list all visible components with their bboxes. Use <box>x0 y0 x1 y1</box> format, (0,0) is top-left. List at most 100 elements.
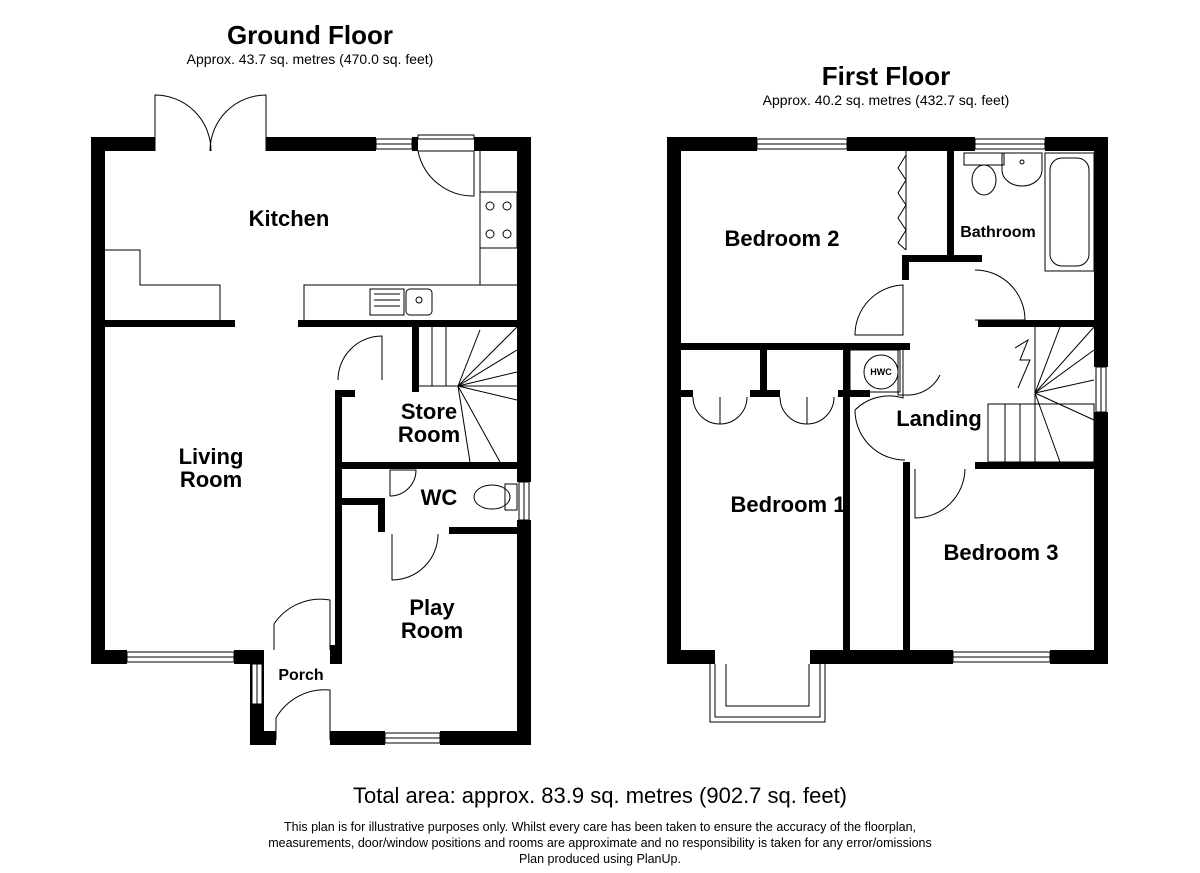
french-door <box>209 94 267 152</box>
room-label-living-2: Room <box>180 467 242 492</box>
hob <box>479 191 518 249</box>
wall <box>335 462 517 469</box>
room-label-bedroom3: Bedroom 3 <box>944 540 1059 565</box>
wall <box>298 320 517 327</box>
wall <box>330 731 385 745</box>
room-label-bathroom: Bathroom <box>960 224 1036 241</box>
wall <box>474 137 531 151</box>
wall <box>760 350 767 392</box>
door <box>391 533 439 581</box>
wall <box>681 390 693 397</box>
room-label-kitchen: Kitchen <box>249 206 330 231</box>
ground-floor-area: Approx. 43.7 sq. metres (470.0 sq. feet) <box>186 51 434 67</box>
wall <box>681 343 903 350</box>
door <box>417 150 475 197</box>
wall <box>667 137 757 151</box>
room-label-play-2: Room <box>401 618 463 643</box>
wall <box>843 397 850 650</box>
door <box>914 468 966 519</box>
door <box>854 409 906 461</box>
room-label-living: Living <box>179 444 244 469</box>
stairs <box>419 326 518 463</box>
wall <box>810 650 953 664</box>
room-label-store: Store <box>401 399 457 424</box>
drainer <box>369 288 405 316</box>
wall <box>412 137 418 151</box>
room-label-landing: Landing <box>896 406 982 431</box>
wall <box>978 320 1094 327</box>
wall <box>902 255 909 280</box>
ground-floor-plan: Kitchen Living Room Store Room WC Play R… <box>91 94 531 745</box>
wall <box>449 527 517 534</box>
wall <box>517 520 531 745</box>
wall <box>91 137 105 664</box>
wall <box>266 137 376 151</box>
disclaimer-line: This plan is for illustrative purposes o… <box>283 820 917 834</box>
hwc-cylinder <box>863 354 899 390</box>
wardrobe-door <box>779 396 835 425</box>
wall <box>335 469 342 505</box>
door <box>974 269 1026 321</box>
wall <box>335 390 342 662</box>
wardrobe-door <box>897 154 907 251</box>
sink <box>405 288 433 316</box>
wall <box>750 390 780 397</box>
floorplan-drawing: Kitchen Living Room Store Room WC Play R… <box>91 94 1108 745</box>
room-label-bedroom2: Bedroom 2 <box>725 226 840 251</box>
wall <box>378 498 385 532</box>
first-floor-plan: HWC Bedroom 2 Bathroom Landing Bedroom 1… <box>667 137 1108 723</box>
disclaimer: This plan is for illustrative purposes o… <box>0 819 1200 867</box>
wall <box>1045 137 1108 151</box>
wall <box>91 650 127 664</box>
room-label-wc: WC <box>421 485 458 510</box>
wall <box>330 645 342 664</box>
room-label-bedroom1: Bedroom 1 <box>731 492 846 517</box>
total-area: Total area: approx. 83.9 sq. metres (902… <box>352 783 848 808</box>
wall <box>1050 650 1108 664</box>
room-label-porch: Porch <box>278 667 323 684</box>
wall <box>440 731 531 745</box>
bath <box>1044 152 1095 272</box>
first-floor-area: Approx. 40.2 sq. metres (432.7 sq. feet) <box>762 92 1010 108</box>
wall <box>975 462 1094 469</box>
room-label-store-2: Room <box>398 422 460 447</box>
wall <box>91 137 155 151</box>
wall <box>335 390 355 397</box>
wall <box>850 343 910 350</box>
wall <box>1094 412 1108 664</box>
door <box>337 335 383 381</box>
wall <box>947 151 954 261</box>
door <box>854 350 904 411</box>
door-frame <box>417 134 475 140</box>
hwc-door <box>897 350 941 396</box>
wall <box>902 255 982 262</box>
wall <box>667 650 715 664</box>
wall <box>847 137 975 151</box>
toilet <box>971 164 997 196</box>
basin <box>389 469 417 497</box>
basin <box>1001 152 1043 187</box>
wardrobe-door <box>692 396 748 425</box>
ground-floor-title: Ground Floor <box>226 20 394 50</box>
wall <box>903 462 910 650</box>
bay-window <box>709 664 826 723</box>
hwc-label: HWC <box>870 367 892 377</box>
wall <box>335 498 385 505</box>
door <box>273 598 331 650</box>
wall <box>105 320 235 327</box>
wall <box>667 137 681 664</box>
french-door <box>154 94 212 152</box>
room-label-play: Play <box>409 595 455 620</box>
wall <box>517 137 531 482</box>
door <box>854 284 904 336</box>
toilet <box>473 484 511 510</box>
disclaimer-line: measurements, door/window positions and … <box>268 836 932 850</box>
wall <box>264 731 276 745</box>
wall <box>1094 137 1108 367</box>
first-floor-title: First Floor <box>821 61 951 91</box>
door <box>275 689 331 740</box>
credit-line: Plan produced using PlanUp. <box>519 852 681 866</box>
stair-arrow <box>1014 338 1031 389</box>
wall <box>412 327 419 392</box>
wall <box>850 390 870 397</box>
